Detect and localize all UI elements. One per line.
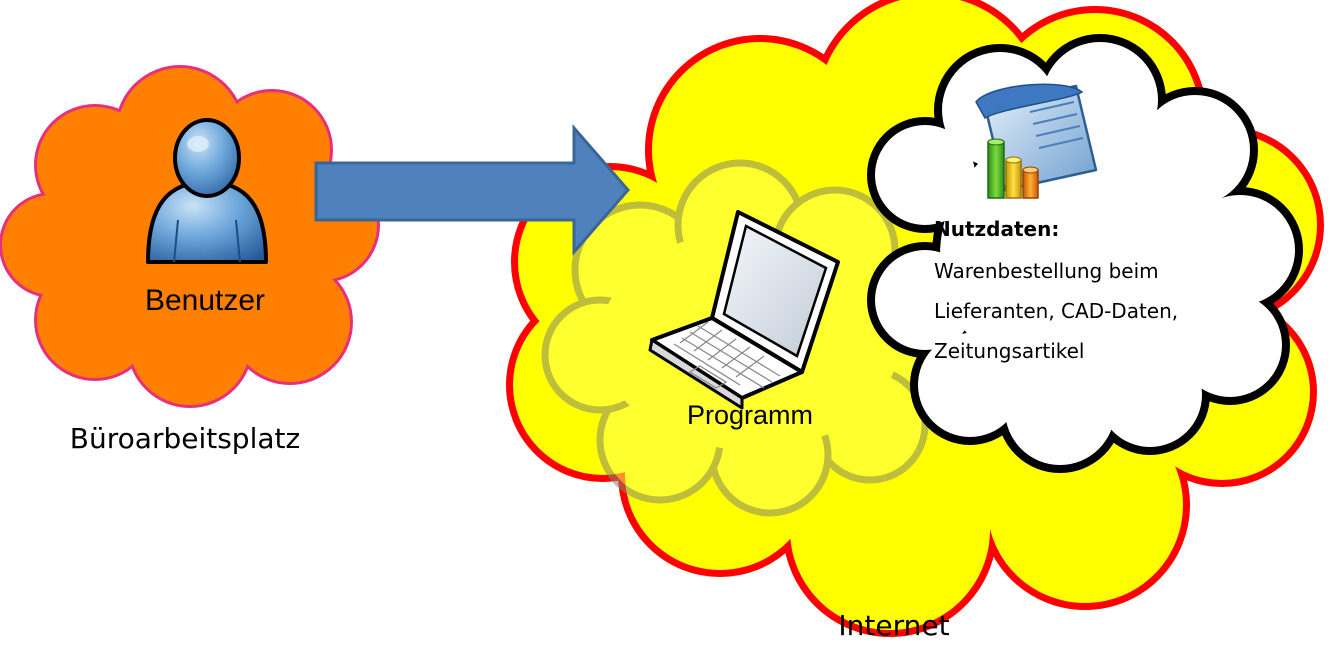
payload-line-2: Lieferanten, CAD-Daten,: [934, 299, 1178, 323]
payload-line-3: Zeitungsartikel: [934, 339, 1084, 363]
arrow-right-icon: [314, 123, 630, 257]
user-cloud: [0, 65, 380, 408]
internet-label: Internet: [838, 609, 949, 642]
payload-title: Nutzdaten:: [934, 217, 1059, 241]
payload-cloud: [867, 34, 1303, 473]
payload-line-1: Warenbestellung beim: [934, 259, 1159, 283]
user-label: Benutzer: [145, 284, 265, 317]
laptop-icon: [648, 210, 840, 410]
program-label: Programm: [687, 400, 813, 430]
user-icon: [146, 118, 268, 264]
workplace-label: Büroarbeitsplatz: [70, 422, 300, 455]
report-document-icon: [975, 83, 1098, 199]
